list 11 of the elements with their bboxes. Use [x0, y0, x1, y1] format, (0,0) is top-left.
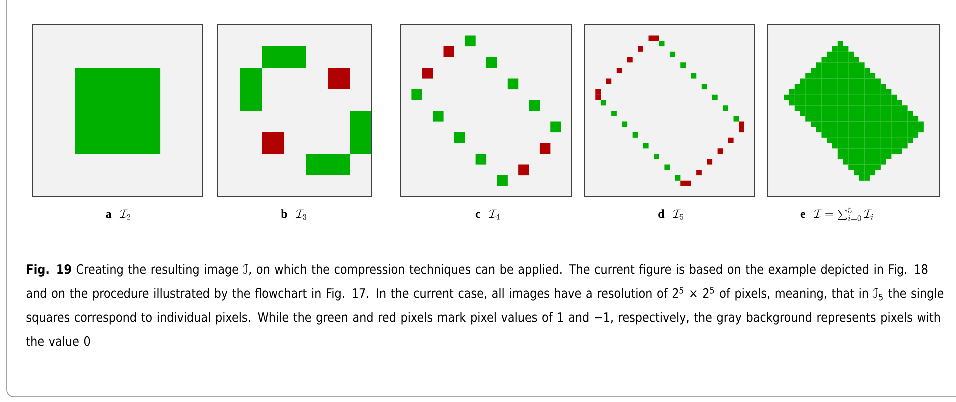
formula-label: $\mathcal{I}_2$ — [120, 210, 131, 220]
panel-letter: e — [800, 212, 806, 218]
formula-label: $\mathcal{I}_3$ — [296, 210, 307, 220]
formula-label: $\mathcal{I} = \sum_{i=0}^{5} \mathcal{I}_i$ — [814, 208, 874, 222]
formula-label: $\mathcal{I}_4$ — [488, 210, 500, 220]
panel-letter: d — [658, 210, 665, 218]
panel-letter: c — [476, 212, 480, 218]
formula-label: $\mathcal{I}_5$ — [672, 210, 684, 220]
caption: Fig. 19 Creating the resulting image ℐ, on which the compression techniques can be applied. The current figure is based on the example depicted in Fig. 18 and on the procedure illustrated by the flowchart in Fig. 17. In the current case, all images have a resolution of 2$^{5}$ × 2$^{5}$ of pixels, meaning, that in ℐ$_{5}$ the single squares correspond to individual pixels. While the green and red pixels mark pixel values of 1 and −1, respectively, the gray background represents pixels with the value 0 — [26, 264, 944, 346]
panel-letter: b — [281, 210, 288, 218]
panel-letter: a — [106, 212, 112, 218]
